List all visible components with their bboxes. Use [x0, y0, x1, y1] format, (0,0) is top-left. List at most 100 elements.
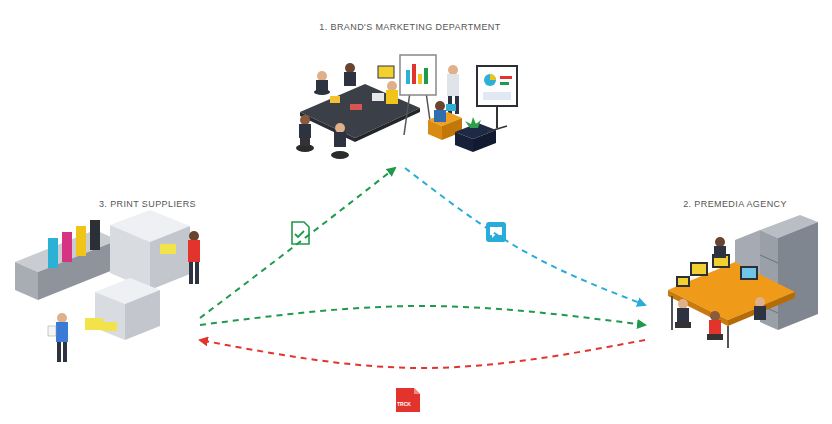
print-press-illustration-part — [57, 313, 67, 323]
print-press-illustration-part — [48, 326, 56, 336]
print-press-illustration-part — [56, 322, 68, 342]
marketing-team-illustration-part — [300, 112, 355, 142]
comment-icon-part — [490, 227, 502, 238]
print-press-illustration-part — [125, 290, 160, 340]
file-type-label: TRCK — [397, 401, 411, 407]
print-press-illustration-part — [57, 342, 61, 362]
comment-icon-part — [486, 222, 506, 242]
flow-arrow — [200, 306, 645, 325]
marketing-team-illustration-part — [400, 55, 436, 95]
department-node: 3. PRINT SUPPLIERS — [10, 195, 200, 370]
marketing-team-illustration-part — [355, 108, 420, 142]
marketing-team-illustration-part — [455, 132, 473, 152]
print-press-illustration-part — [63, 342, 67, 362]
premedia-studio-illustration-part — [710, 311, 720, 321]
marketing-team-illustration-part — [406, 70, 410, 84]
marketing-team-illustration-part — [490, 74, 496, 80]
premedia-studio-illustration-part — [728, 292, 795, 326]
marketing-team-illustration-part — [345, 63, 355, 73]
department-node: 1. BRAND'S MARKETING DEPARTMENT — [285, 18, 535, 168]
marketing-team-illustration-part — [428, 120, 442, 140]
marketing-team-illustration-part — [448, 65, 458, 75]
premedia-studio-illustration-part — [727, 326, 729, 348]
premedia-studio-illustration-part — [677, 308, 689, 322]
marketing-team-illustration-part — [500, 82, 509, 85]
node-heading: 3. PRINT SUPPLIERS — [10, 195, 200, 214]
marketing-team-illustration-part — [483, 92, 511, 100]
marketing-team-illustration-part — [331, 151, 349, 159]
flow-arrow — [200, 340, 645, 368]
premedia-studio-illustration-part — [740, 266, 758, 280]
premedia-studio-illustration-part — [692, 264, 706, 274]
print-press-illustration-part — [189, 262, 193, 284]
department-node: 2. PREMEDIA AGENCY — [645, 195, 825, 360]
premedia-studio-illustration-part — [778, 222, 818, 330]
marketing-team-illustration-part — [446, 104, 456, 111]
approval-icon-part — [295, 231, 304, 237]
print-press-illustration-part — [160, 244, 176, 254]
premedia-studio-illustration-part — [755, 297, 765, 307]
file-icon-part — [396, 388, 420, 412]
marketing-team-illustration — [296, 55, 517, 159]
marketing-team-illustration-part — [378, 66, 394, 78]
print-press-illustration-part — [85, 318, 103, 330]
approval-icon-part — [292, 222, 309, 244]
premedia-studio-illustration-part — [709, 320, 721, 334]
marketing-team-illustration-part — [496, 106, 498, 128]
premedia-studio-illustration-part — [742, 268, 756, 278]
print-press-illustration-part — [90, 220, 100, 250]
premedia-studio-illustration-part — [676, 276, 690, 287]
approval-icon — [292, 222, 309, 244]
premedia-studio-illustration-part — [690, 262, 708, 276]
premedia-studio-illustration-part — [715, 237, 725, 247]
file-icon — [396, 388, 420, 412]
premedia-studio-illustration-part — [675, 322, 691, 328]
marketing-team-illustration-part — [335, 123, 345, 133]
marketing-team-illustration-part — [386, 90, 398, 104]
print-press-illustration-part — [48, 238, 58, 268]
print-press-illustration — [15, 210, 200, 362]
marketing-team-illustration-part — [387, 81, 397, 91]
marketing-team-illustration-part — [477, 66, 517, 106]
marketing-team-illustration-part — [473, 130, 496, 152]
file-icon-part — [414, 388, 420, 394]
marketing-team-illustration-part — [434, 110, 446, 122]
print-press-illustration-part — [195, 262, 199, 284]
marketing-team-illustration-part — [350, 104, 362, 110]
marketing-team-illustration-part — [500, 76, 512, 79]
print-press-illustration-part — [188, 240, 200, 262]
marketing-team-illustration-part — [424, 68, 428, 84]
marketing-team-illustration-part — [404, 92, 410, 135]
premedia-studio-illustration-part — [707, 334, 723, 340]
marketing-team-illustration-part — [487, 126, 507, 132]
marketing-team-illustration-part — [484, 74, 496, 86]
marketing-team-illustration-part — [465, 117, 481, 128]
comment-icon — [486, 222, 506, 242]
premedia-studio-illustration-part — [714, 246, 726, 258]
marketing-team-illustration-part — [330, 96, 340, 103]
node-heading: 2. PREMEDIA AGENCY — [645, 195, 825, 214]
marketing-team-illustration-part — [435, 101, 445, 111]
flow-arrow — [405, 168, 645, 305]
marketing-team-illustration-part — [447, 74, 459, 96]
premedia-studio-illustration-part — [671, 296, 673, 330]
marketing-team-illustration-part — [418, 74, 422, 84]
marketing-team-illustration-part — [316, 80, 328, 94]
marketing-team-illustration-part — [344, 72, 356, 86]
premedia-studio-illustration-part — [678, 278, 688, 285]
premedia-studio-illustration-part — [678, 299, 688, 309]
print-press-illustration-part — [189, 231, 199, 241]
marketing-team-illustration-part — [372, 93, 384, 101]
print-press-illustration-part — [62, 232, 72, 262]
print-press-illustration-part — [15, 262, 38, 300]
marketing-team-illustration-part — [412, 64, 416, 84]
print-press-illustration-part — [76, 226, 86, 256]
premedia-studio-illustration — [668, 215, 818, 348]
print-press-illustration-part — [95, 292, 125, 340]
marketing-team-illustration-part — [299, 124, 311, 138]
print-press-illustration-part — [150, 226, 190, 290]
